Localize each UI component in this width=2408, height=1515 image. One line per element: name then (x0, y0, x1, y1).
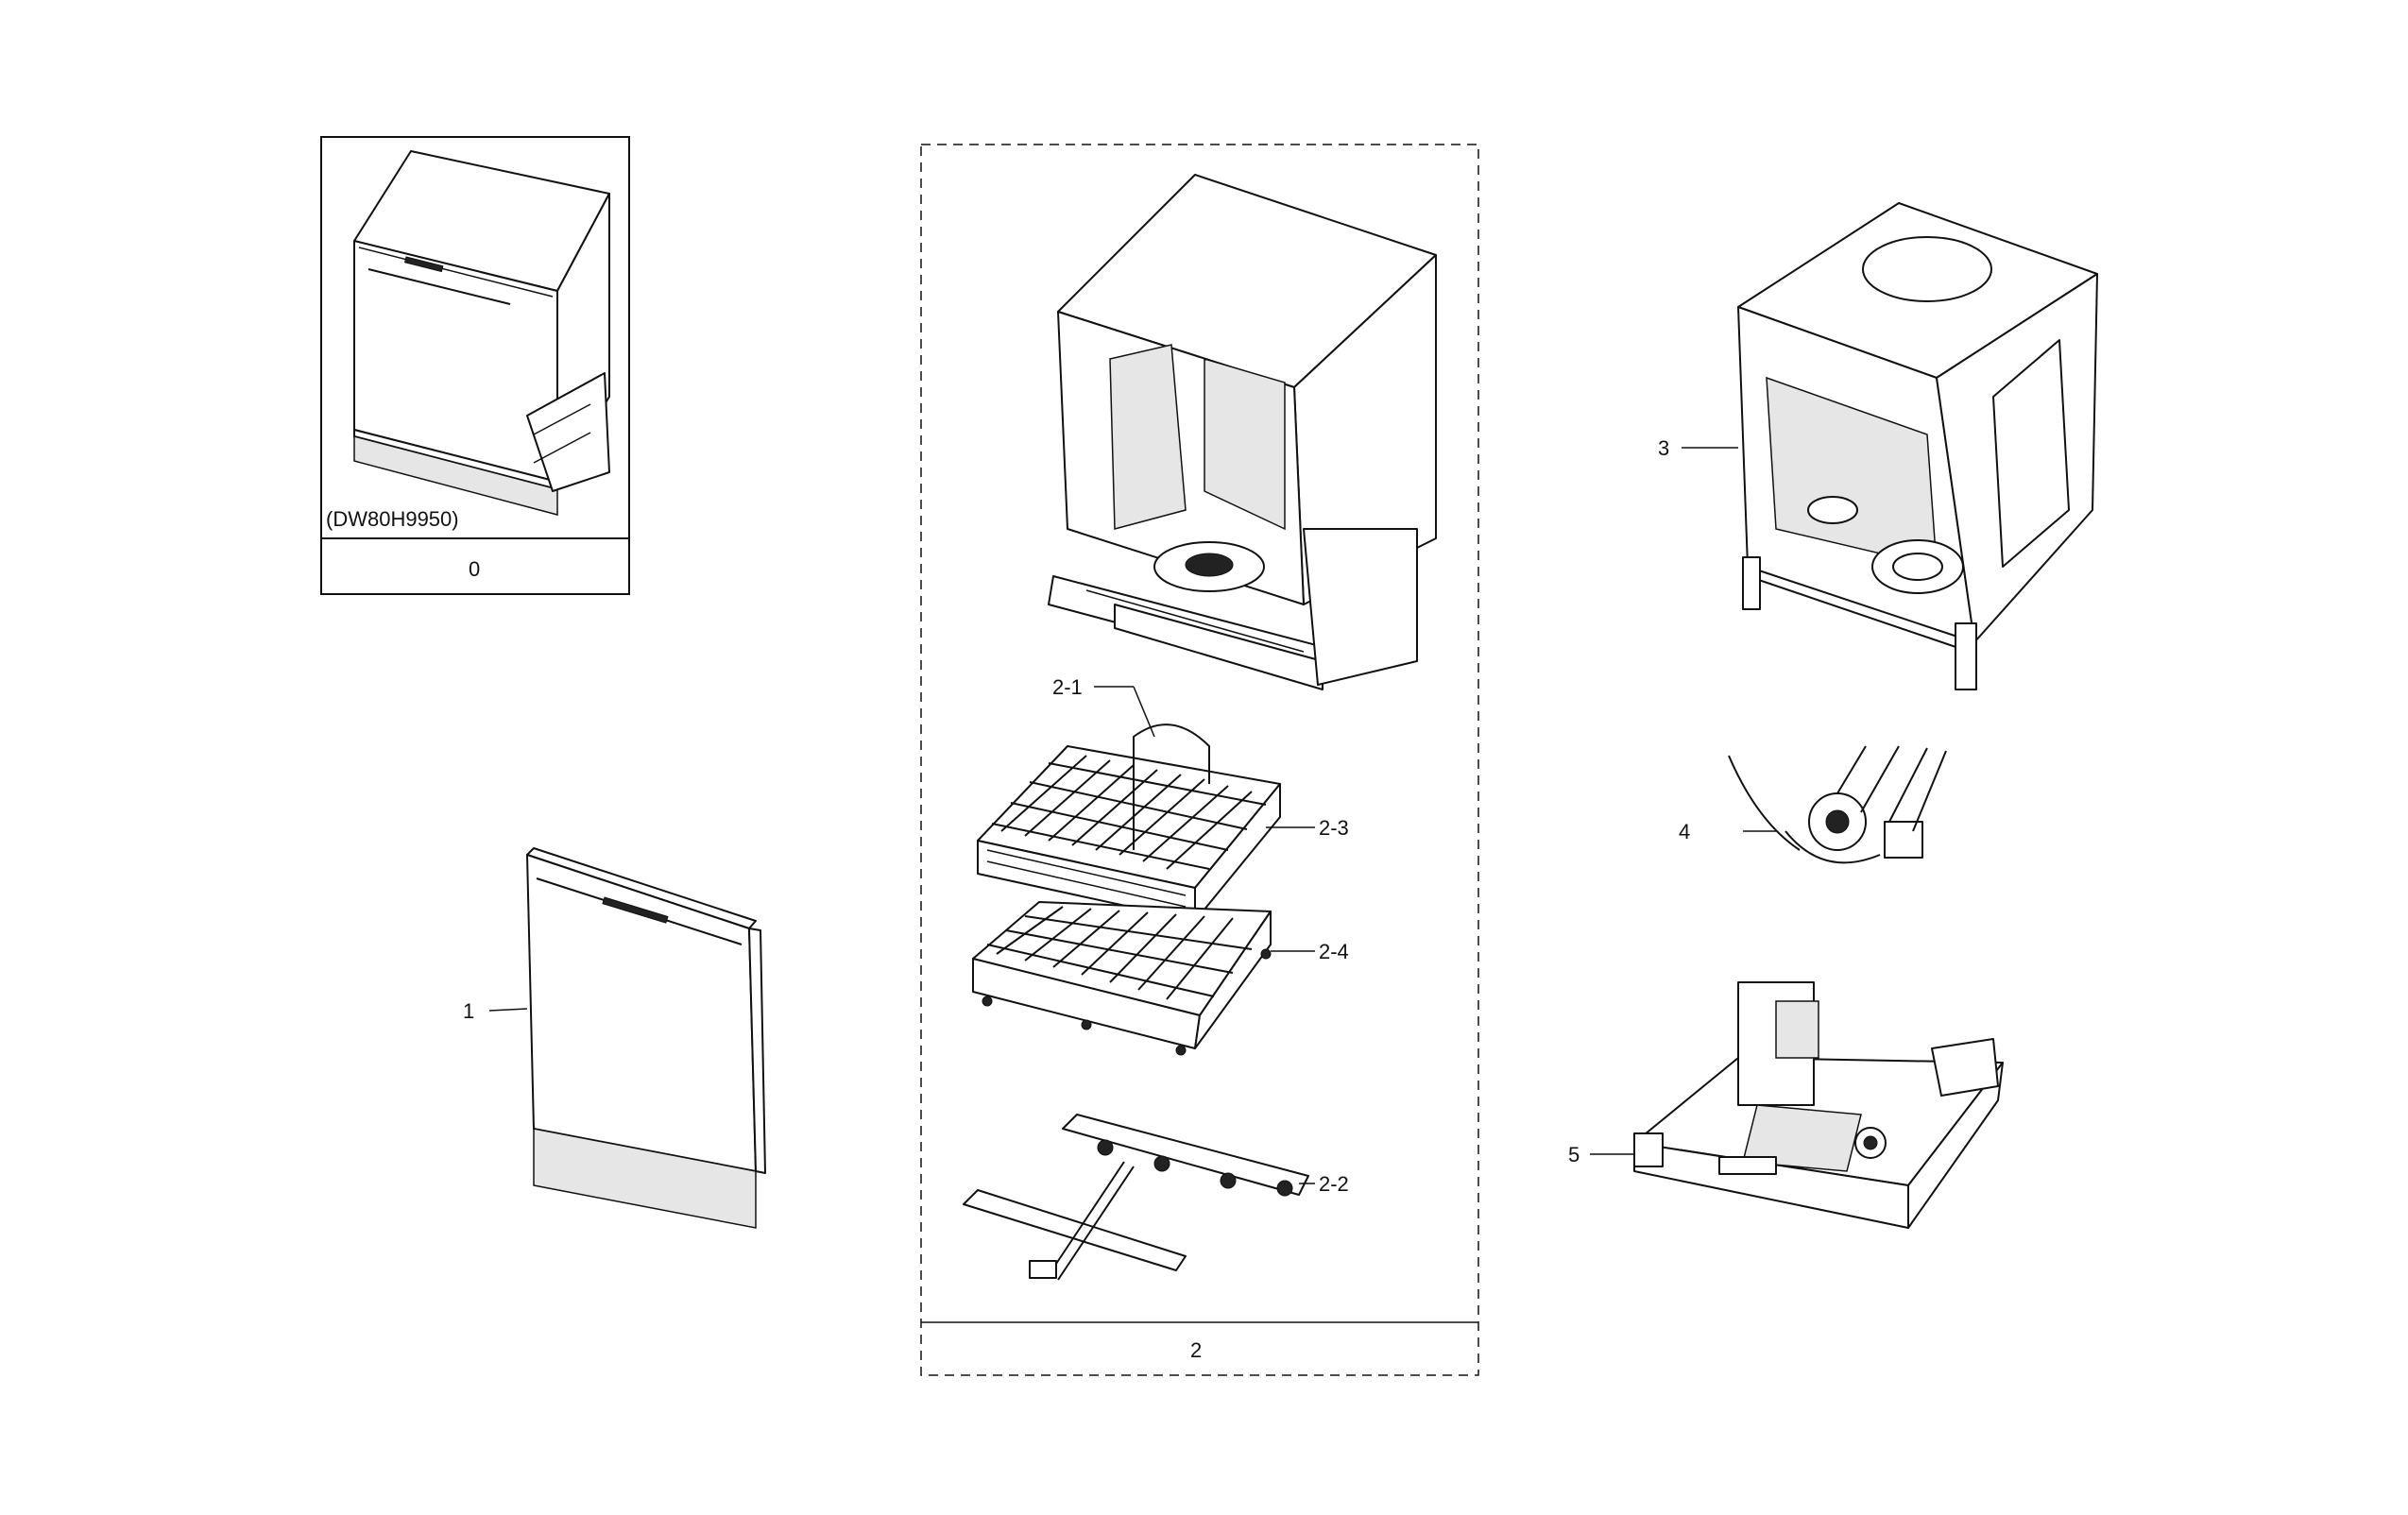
callout-pump-assembly: 4 (1679, 820, 1690, 843)
upper-rack-illustration (977, 723, 1281, 922)
pump-assembly-illustration (1728, 745, 1947, 864)
dishwasher-overview-illustration (353, 150, 610, 516)
callout-lower-rack: 2-4 (1319, 940, 1349, 963)
tub-frame-illustration (1048, 174, 1437, 690)
callout-upper-rack-handle: 2-1 (1052, 675, 1083, 699)
overview-number: 0 (469, 557, 480, 581)
callout-base-assembly: 5 (1568, 1143, 1580, 1166)
spray-arm-illustration (963, 1114, 1309, 1281)
callout-door: 1 (463, 999, 474, 1023)
door-illustration (526, 847, 766, 1229)
leader-lines (488, 447, 1776, 1184)
tub-group-number: 2 (1190, 1338, 1202, 1362)
overview-box: (DW80H9950) 0 (320, 136, 630, 595)
inner-tub-illustration (1737, 202, 2098, 690)
base-assembly-illustration (1633, 981, 2004, 1229)
callout-spray-arm: 2-2 (1319, 1172, 1349, 1196)
callout-upper-rack: 2-3 (1319, 816, 1349, 840)
callout-labels: 1 2-1 2-2 2-3 2-4 3 4 5 (463, 436, 1690, 1196)
model-label: (DW80H9950) (326, 507, 459, 531)
callout-inner-tub: 3 (1658, 436, 1669, 460)
lower-rack-illustration (972, 901, 1272, 1056)
tub-group-box: 2 (920, 144, 1479, 1376)
